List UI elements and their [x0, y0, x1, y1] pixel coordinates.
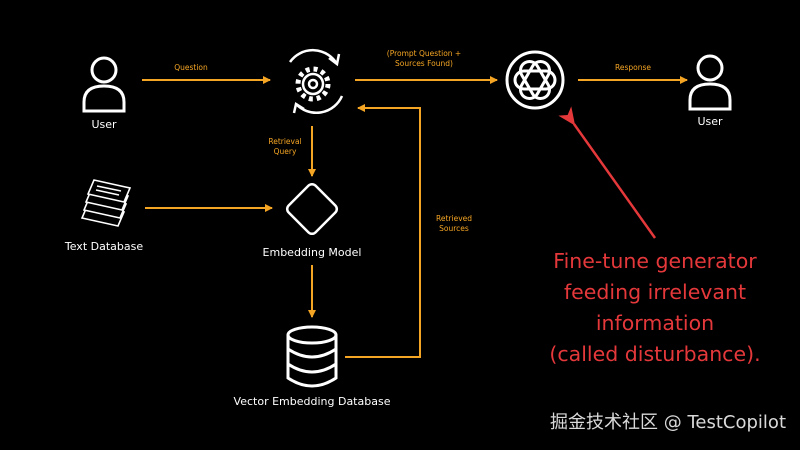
node-label-text-database: Text Database	[64, 240, 144, 253]
diamond-icon	[285, 182, 339, 236]
watermark: 掘金技术社区 @ TestCopilot	[550, 412, 786, 433]
node-label-user: User	[91, 118, 117, 131]
node-label-vector-db: Vector Embedding Database	[233, 395, 391, 408]
gear-cycle-icon	[288, 48, 344, 114]
documents-stack-icon	[80, 179, 132, 227]
edge-label-retrieval-query: Retrieval Query	[268, 137, 302, 156]
user-icon	[82, 56, 126, 113]
arrow-retrieved-sources	[345, 104, 421, 358]
edge-label-response: Response	[614, 63, 652, 72]
node-label-user: User	[697, 115, 723, 128]
openai-logo-icon	[505, 50, 565, 110]
user-icon	[688, 54, 732, 111]
edge-label-question: Question	[174, 63, 208, 72]
node-label-embedding-model: Embedding Model	[262, 246, 362, 259]
edge-label-prompt: (Prompt Question + Sources Found)	[386, 49, 462, 68]
annotation-arrow	[558, 106, 657, 239]
edge-label-retrieved-sources: Retrieved Sources	[435, 214, 473, 233]
database-icon	[286, 325, 338, 388]
annotation-text: Fine-tune generator feeding irrelevant i…	[549, 249, 761, 366]
